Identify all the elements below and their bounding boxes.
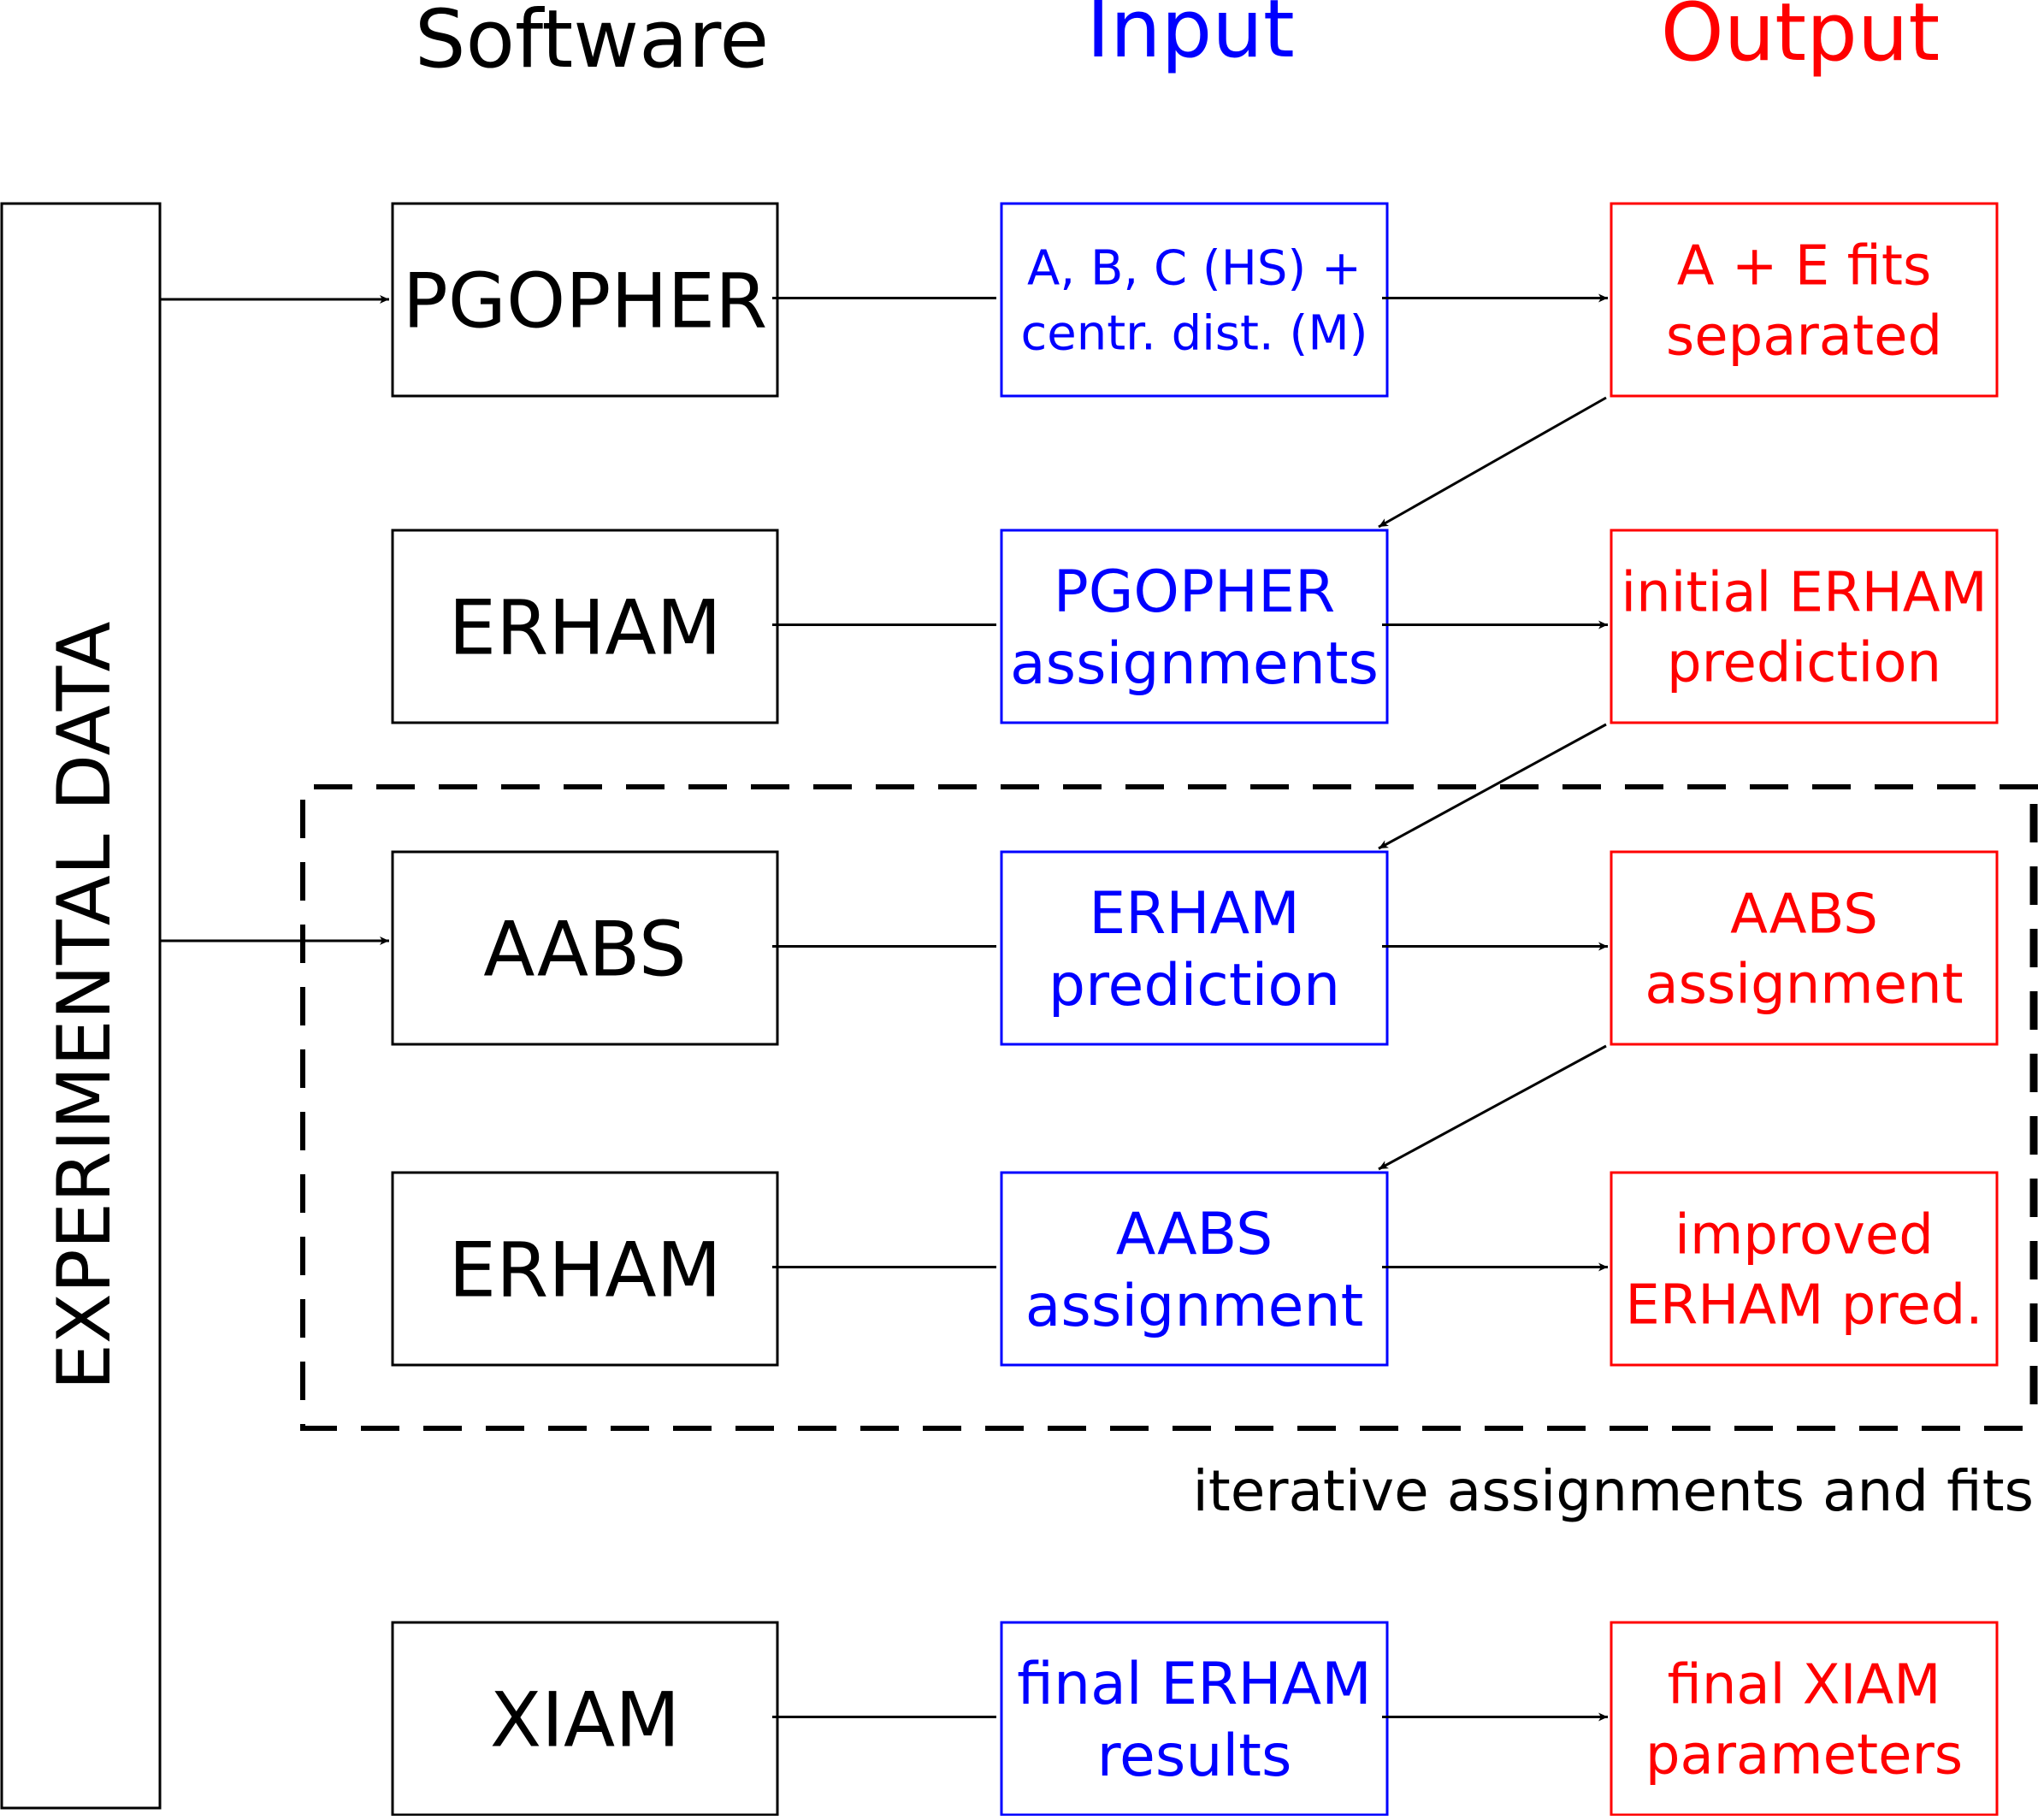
input-label-line: A, B, C (HS) +	[1027, 241, 1362, 297]
output-label-line: AABS	[1730, 883, 1878, 947]
output-label-line: prediction	[1667, 632, 1941, 695]
input-label-line: prediction	[1049, 952, 1340, 1019]
input-box	[1000, 1171, 1389, 1367]
experimental-data-box	[0, 202, 162, 1810]
software-label: ERHAM	[448, 584, 721, 672]
input-box	[1000, 529, 1389, 724]
output-box	[1610, 850, 1999, 1046]
feedback-arrow	[1378, 396, 1607, 529]
experimental-data-label: EXPERIMENTAL DATA	[42, 621, 127, 1390]
feedback-arrow	[1378, 1044, 1607, 1171]
software-box	[391, 1171, 779, 1367]
output-box	[1610, 529, 1999, 724]
output-label-line: final XIAM	[1668, 1654, 1941, 1717]
software-label: AABS	[483, 906, 687, 994]
output-label-line: assignment	[1645, 954, 1963, 1017]
software-box	[391, 850, 779, 1046]
input-label-line: ERHAM	[1089, 880, 1300, 948]
input-label-line: final ERHAM	[1017, 1651, 1372, 1718]
iteration-label: iterative assignments and fits	[1193, 1458, 2035, 1524]
input-box	[1000, 202, 1389, 398]
output-label-line: initial ERHAM	[1621, 562, 1987, 625]
output-label-line: improved	[1675, 1204, 1934, 1268]
software-label: ERHAM	[448, 1226, 721, 1315]
feedback-arrow	[1378, 723, 1607, 850]
output-label-line: parameters	[1645, 1724, 1963, 1788]
output-label-line: ERHAM pred.	[1625, 1274, 1982, 1338]
output-label-line: A + E fits	[1677, 235, 1932, 298]
software-box	[391, 1621, 779, 1817]
header-output: Output	[1661, 0, 1941, 80]
software-label: XIAM	[490, 1676, 680, 1764]
output-box	[1610, 202, 1999, 398]
input-box	[1000, 1621, 1389, 1817]
input-label-line: assignments	[1010, 630, 1379, 698]
output-box	[1610, 1171, 1999, 1367]
input-label-line: assignment	[1025, 1273, 1364, 1340]
software-label: PGOPHER	[403, 257, 768, 346]
input-label-line: centr. dist. (M)	[1020, 306, 1368, 362]
header-input: Input	[1086, 0, 1294, 76]
output-label-line: separated	[1666, 305, 1942, 369]
output-box	[1610, 1621, 1999, 1817]
input-label-line: PGOPHER	[1054, 558, 1336, 626]
input-label-line: results	[1097, 1722, 1292, 1790]
input-box	[1000, 850, 1389, 1046]
input-label-line: AABS	[1116, 1201, 1273, 1268]
software-box	[391, 202, 779, 398]
software-box	[391, 529, 779, 724]
header-software: Software	[415, 0, 769, 86]
